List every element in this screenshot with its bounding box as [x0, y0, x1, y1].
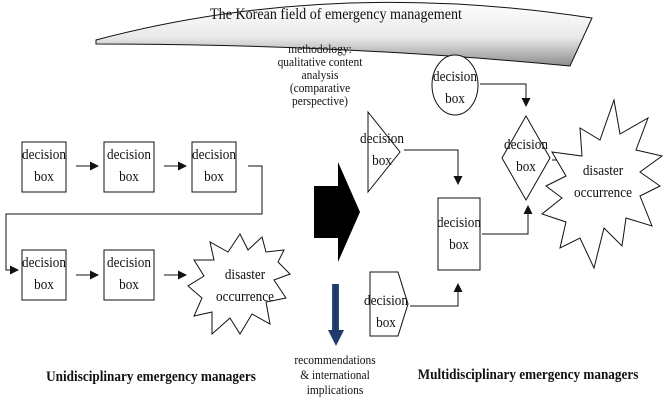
arrow-ellipse-diamond	[480, 83, 531, 107]
arrow-triangle-center	[404, 149, 463, 185]
methodology-line-5: perspective)	[292, 93, 348, 108]
decision-box-3	[191, 141, 237, 193]
disaster-starburst-left	[187, 233, 291, 336]
recommendations-note: recommendations & international implicat…	[278, 352, 392, 397]
decision-box-4	[21, 249, 67, 301]
decision-box-center	[437, 197, 481, 271]
methodology-line-4: (comparative	[289, 80, 351, 95]
decision-ellipse	[431, 54, 479, 116]
arrow-pentagon-center	[410, 283, 463, 307]
recommendations-line-1: recommendations	[294, 352, 376, 367]
methodology-line-1: methodology:	[288, 41, 352, 56]
banner-title: The Korean field of emergency management	[210, 6, 462, 23]
caption-multidisciplinary: Multidisciplinary emergency managers	[417, 367, 639, 383]
methodology-line-3: analysis	[301, 67, 339, 82]
recommendations-line-3: implications	[306, 382, 364, 397]
connector-row1-row2	[5, 165, 263, 275]
blue-arrow-shaft	[332, 284, 339, 332]
decision-pentagon	[369, 271, 409, 337]
decision-triangle	[367, 110, 401, 194]
decision-box-5	[103, 249, 155, 301]
big-black-arrow	[314, 162, 360, 262]
blue-arrow-head	[328, 330, 344, 346]
recommendations-line-2: & international	[300, 367, 370, 382]
banner-shape	[95, 1, 593, 67]
decision-box-1	[21, 141, 67, 193]
methodology-line-2: qualitative content	[277, 54, 363, 69]
disaster-starburst-right	[540, 98, 664, 270]
decision-box-2	[103, 141, 155, 193]
methodology-note: methodology: qualitative content analysi…	[265, 42, 374, 107]
decision-diamond	[501, 114, 551, 202]
caption-unidisciplinary: Unidisciplinary emergency managers	[46, 369, 256, 385]
arrow-center-diamond	[482, 205, 533, 235]
